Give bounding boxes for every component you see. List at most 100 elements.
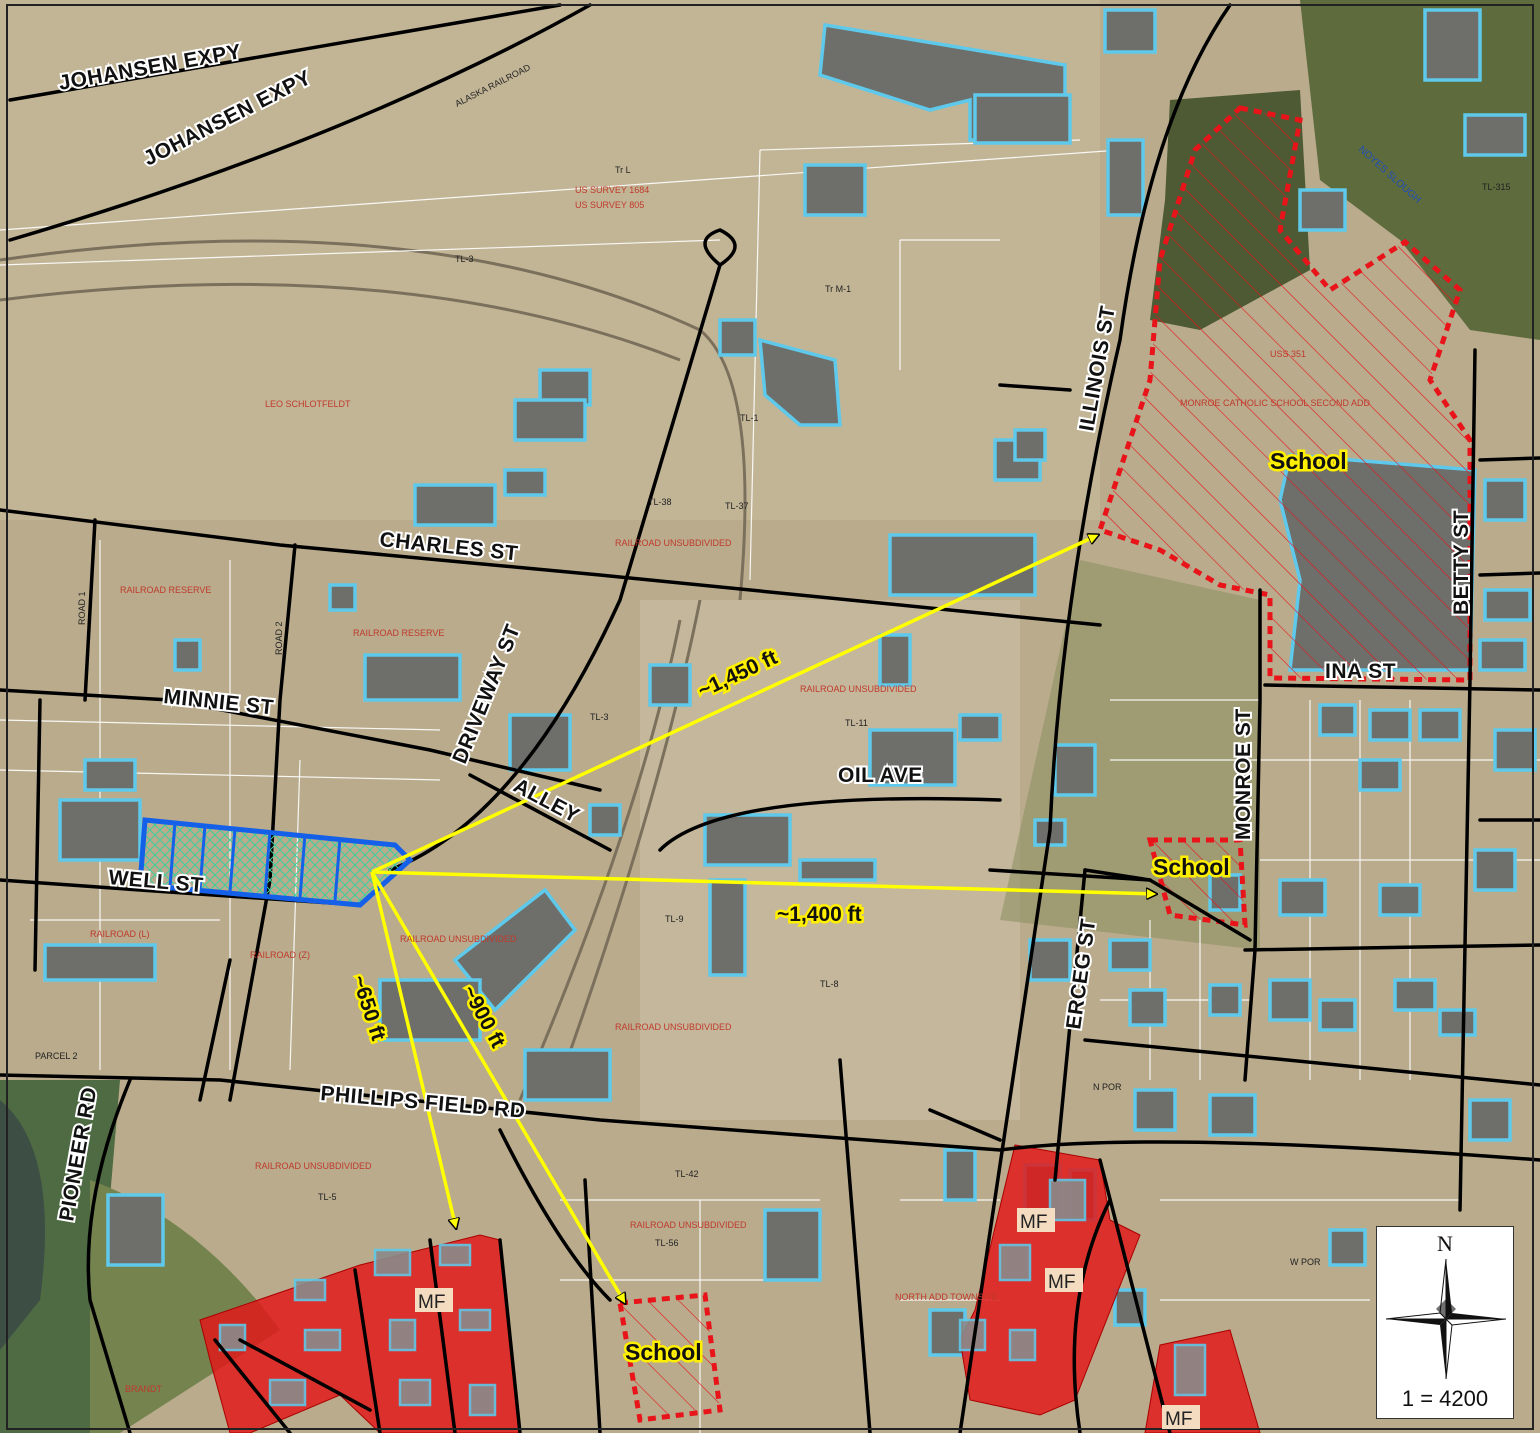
parcel-railroad-l: RAILROAD (L) — [90, 929, 150, 939]
road-label-monroe: MONROE ST — [1232, 708, 1255, 840]
parcel-tr-m1: Tr M-1 — [825, 284, 851, 294]
parcel-tl-1: TL-1 — [740, 413, 759, 423]
parcel-tl-3-mid: TL-3 — [590, 712, 609, 722]
road-west-vertical — [33, 698, 42, 972]
north-spur-2 — [998, 383, 1072, 392]
road-1 — [83, 518, 97, 702]
parcel-railroad-reserve-g: RAILROAD RESERVE — [353, 628, 444, 638]
parcel-railroad-unsub-1: RAILROAD UNSUBDIVIDED — [615, 538, 732, 548]
east-road-4 — [988, 868, 1152, 882]
east-road-7 — [1478, 456, 1540, 462]
parcel-tl-8: TL-8 — [820, 979, 839, 989]
map-legend: N 1 = 4200 — [1376, 1226, 1514, 1419]
alley-road — [468, 773, 612, 852]
map-frame — [6, 4, 1534, 1430]
johansen-expy-south — [8, 3, 592, 242]
school-zone-north — [1096, 105, 1473, 683]
scale-label: 1 = 4200 — [1401, 1386, 1489, 1411]
south-road-8 — [238, 1338, 372, 1412]
arrow-to-south-school — [370, 871, 625, 1303]
school-zone-east — [1146, 837, 1248, 928]
subject-site — [137, 817, 414, 908]
road-label-ina: INA ST — [1325, 660, 1396, 683]
east-road-1 — [1243, 943, 1540, 952]
south-road-2 — [583, 1178, 602, 1433]
north-label: N — [1437, 1231, 1453, 1256]
phillips-field-rd — [0, 1073, 1540, 1162]
parcel-us-survey-805: US SURVEY 805 — [575, 200, 644, 210]
monroe-st-road — [1243, 588, 1262, 1082]
mf-label-3: MF — [1048, 1272, 1075, 1293]
charles-st-road — [0, 508, 1102, 627]
parcel-brandt: BRANDT — [125, 1384, 163, 1394]
parcel-tl-315: TL-315 — [1482, 182, 1511, 192]
parcel-railroad-z: RAILROAD (Z) — [250, 950, 310, 960]
arrow-to-north-school — [371, 535, 1098, 874]
parcel-w-por: W POR — [1290, 1257, 1321, 1267]
pioneer-rd-road — [86, 1078, 132, 1433]
parcel-railroad-unsub-2: RAILROAD UNSUBDIVIDED — [800, 684, 917, 694]
school-zone-south — [617, 1292, 723, 1423]
arrow-to-south-mf — [370, 871, 456, 1228]
ina-st-road — [1263, 683, 1540, 692]
mf-label-bg-3 — [1045, 1268, 1083, 1292]
parcel-tl-38: TL-38 — [648, 497, 672, 507]
east-road-8 — [1478, 571, 1540, 577]
north-arrow-icon — [1386, 1259, 1506, 1379]
east-road-6 — [1072, 1198, 1112, 1433]
mf-label-bg-4 — [1162, 1405, 1200, 1429]
parcel-tr-l: Tr L — [615, 165, 631, 175]
mf-label-4: MF — [1165, 1409, 1192, 1430]
phillips-west-2 — [198, 958, 232, 1102]
river-water — [0, 1100, 45, 1350]
south-road-7 — [498, 1238, 522, 1433]
school-label-east: School — [1153, 854, 1230, 880]
parcel-railroad-unsub-3: RAILROAD UNSUBDIVIDED — [400, 934, 517, 944]
south-road-6 — [428, 1238, 457, 1433]
distance-arrows — [370, 535, 1156, 1303]
parcel-railroad-reserve-f: RAILROAD RESERVE — [120, 585, 211, 595]
south-road-3 — [838, 1058, 872, 1433]
parcel-n-por: N POR — [1093, 1082, 1122, 1092]
mf-label-bg-1 — [415, 1288, 453, 1312]
betty-st-road — [1458, 348, 1477, 1212]
school-label-south: School — [625, 1339, 702, 1365]
east-road-5 — [1098, 1158, 1172, 1433]
parcel-railroad-unsub-6: RAILROAD UNSUBDIVIDED — [630, 1220, 747, 1230]
parcel-railroad-unsub-4: RAILROAD UNSUBDIVIDED — [615, 1022, 732, 1032]
parcel-monroe-catholic: MONROE CATHOLIC SCHOOL SECOND ADD — [1180, 398, 1371, 408]
parcel-tl-3-north: TL-3 — [455, 254, 474, 264]
school-label-north: School — [1270, 448, 1347, 474]
road-label-road-1: ROAD 1 — [77, 591, 87, 625]
parcel-uss-351: USS 351 — [1270, 349, 1306, 359]
south-road-4 — [928, 1108, 1002, 1142]
parcel-tl-5: TL-5 — [318, 1192, 337, 1202]
parcel-tl-11: TL-11 — [845, 718, 868, 728]
parcel-us-survey-1684: US SURVEY 1684 — [575, 185, 649, 195]
south-road-9 — [213, 1338, 292, 1433]
parcel-parcel-2: PARCEL 2 — [35, 1051, 78, 1061]
school-zones — [617, 105, 1473, 1423]
oil-ave-road — [658, 796, 1002, 852]
forest-patch-northeast — [1300, 0, 1540, 340]
south-road-1 — [498, 1128, 612, 1302]
illinois-st-road — [958, 3, 1232, 1433]
mf-label-bg-2 — [1017, 1208, 1055, 1232]
parcel-north-add-townsite: NORTH ADD TOWNSITE — [895, 1292, 998, 1302]
road-label-betty: BETTY ST — [1450, 510, 1473, 615]
parcel-tl-37: TL-37 — [725, 501, 749, 511]
distance-label-east-school: ~1,400 ft — [777, 903, 862, 926]
mf-label-1: MF — [418, 1292, 445, 1313]
parcel-tl-56: TL-56 — [655, 1238, 679, 1248]
erceg-st-road — [1053, 868, 1087, 1182]
mf-label-2: MF — [1020, 1212, 1047, 1233]
parcel-tl-9: TL-9 — [665, 914, 684, 924]
road-label-road-2: ROAD 2 — [274, 621, 284, 655]
east-road-3 — [1083, 1038, 1540, 1087]
south-road-5 — [353, 1268, 382, 1433]
north-spur — [703, 228, 737, 267]
road-2 — [228, 543, 297, 1102]
arrow-to-east-school — [371, 870, 1156, 894]
parcel-railroad-unsub-5: RAILROAD UNSUBDIVIDED — [255, 1161, 372, 1171]
